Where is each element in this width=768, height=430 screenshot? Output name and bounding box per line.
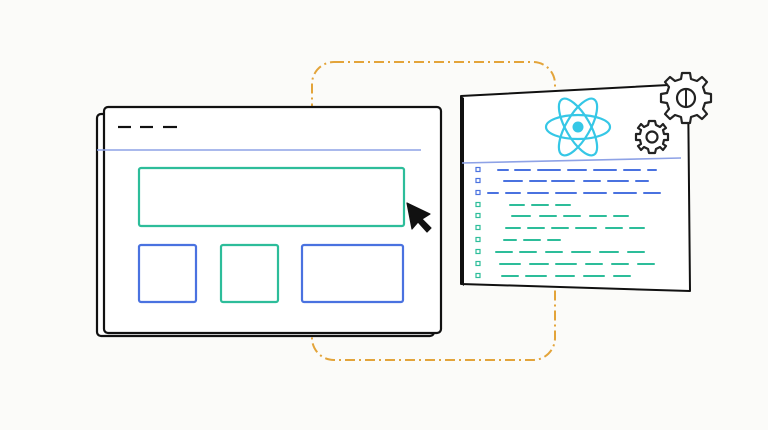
- mouse-cursor-icon: [406, 202, 432, 233]
- code-line-marker: [475, 224, 481, 231]
- code-line-marker: [475, 236, 481, 243]
- small-gear-icon: [634, 119, 670, 155]
- code-line-marker: [475, 272, 481, 279]
- ui-window: [95, 105, 443, 338]
- react-logo-icon: [544, 97, 612, 157]
- code-lines: [487, 169, 661, 277]
- large-gear-icon: [659, 71, 713, 125]
- code-line-marker: [475, 212, 481, 219]
- code-editor-edge: [461, 96, 464, 286]
- ui-banner-box: [137, 166, 406, 228]
- code-line-marker: [475, 201, 481, 208]
- code-line-markers: [475, 166, 481, 279]
- ui-card-left: [137, 243, 198, 304]
- code-line-marker: [475, 189, 481, 196]
- ui-card-middle: [219, 243, 280, 304]
- code-line-marker: [475, 260, 481, 267]
- ui-card-wide: [300, 243, 405, 304]
- settings-gears-icon: [634, 71, 713, 155]
- code-line-marker: [475, 166, 481, 173]
- code-editor-panel: [460, 71, 713, 292]
- code-line-marker: [475, 248, 481, 255]
- code-line-marker: [475, 177, 481, 184]
- code-editor-header-divider: [461, 157, 682, 164]
